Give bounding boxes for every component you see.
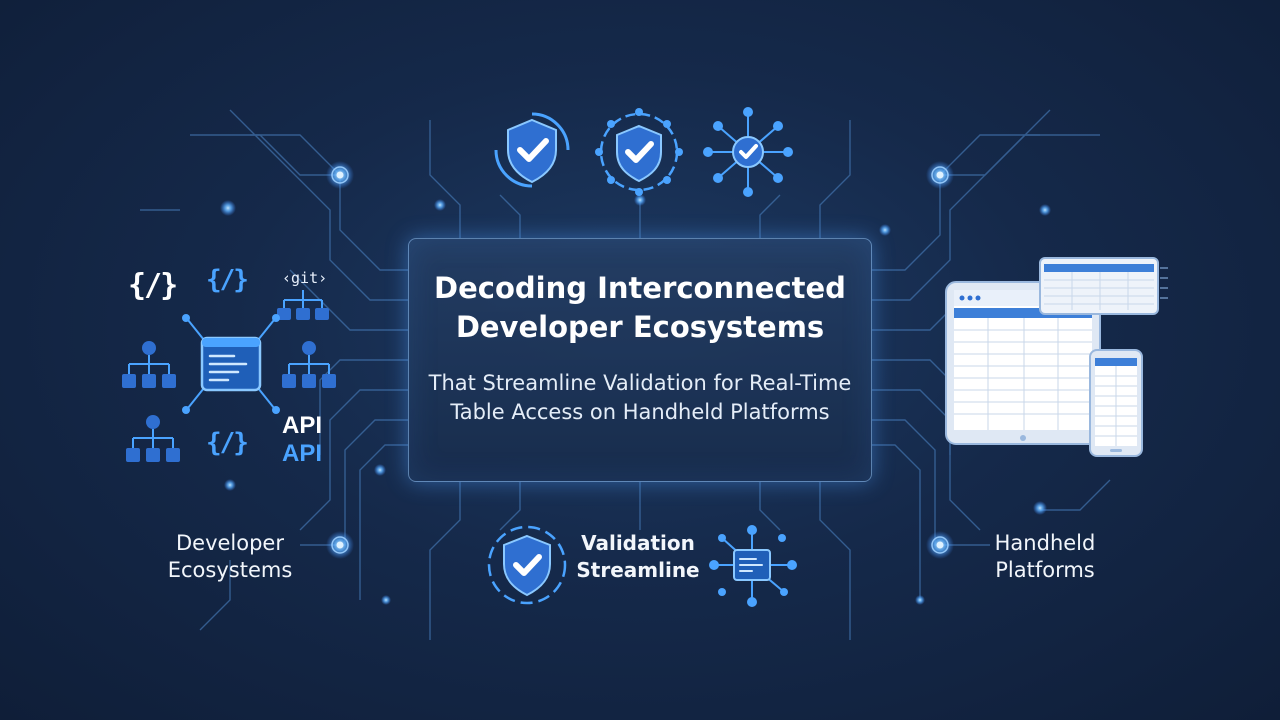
validation-streamline-label: Validation Streamline bbox=[566, 530, 710, 584]
hierarchy-icon bbox=[126, 415, 180, 462]
label-line: Streamline bbox=[576, 558, 700, 582]
shield-check-icon bbox=[487, 525, 567, 605]
page-title: Decoding Interconnected Developer Ecosys… bbox=[434, 271, 846, 344]
phone-table-icon bbox=[1089, 349, 1143, 457]
code-window-icon bbox=[182, 314, 280, 414]
handheld-platforms-label: Handheld Platforms bbox=[960, 530, 1130, 584]
label-line: Developer bbox=[175, 531, 284, 555]
git-hierarchy-icon bbox=[277, 290, 329, 320]
label-line: Platforms bbox=[995, 558, 1095, 582]
shield-check-icon bbox=[595, 108, 683, 196]
label-line: Validation bbox=[581, 531, 695, 555]
network-check-icon bbox=[703, 107, 793, 197]
code-braces-icon: {/} bbox=[128, 268, 178, 303]
developer-ecosystems-label: Developer Ecosystems bbox=[140, 530, 320, 584]
code-glyph-label: {/} bbox=[206, 428, 249, 458]
label-line: Ecosystems bbox=[167, 558, 293, 582]
page-subtitle: That Streamline Validation for Real-Time… bbox=[428, 371, 852, 424]
hierarchy-icon bbox=[122, 341, 176, 388]
label-line: Handheld bbox=[994, 531, 1096, 555]
shield-refresh-icon bbox=[494, 112, 570, 188]
code-network-icon bbox=[709, 525, 797, 607]
monitor-table-icon bbox=[1039, 257, 1168, 315]
hierarchy-icon bbox=[282, 341, 336, 388]
code-braces-icon: {/} bbox=[206, 428, 249, 458]
code-braces-icon: {/} bbox=[206, 265, 249, 295]
code-glyph-label: {/} bbox=[206, 265, 249, 295]
api-label-secondary: API bbox=[282, 440, 323, 467]
title-card: Decoding Interconnected Developer Ecosys… bbox=[408, 238, 872, 482]
code-glyph-label: {/} bbox=[128, 268, 178, 303]
api-label: API bbox=[282, 412, 323, 439]
git-label: ‹git› bbox=[282, 269, 328, 287]
